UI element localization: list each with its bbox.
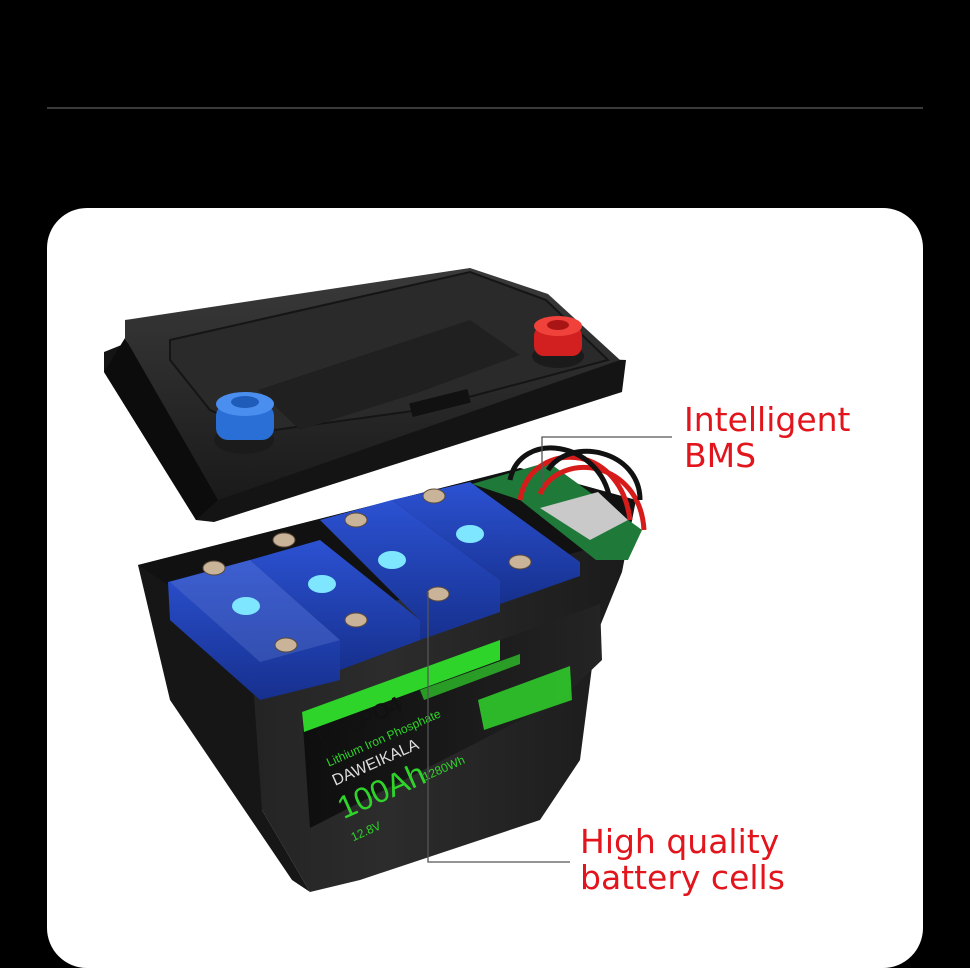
bms-leader-line xyxy=(541,436,672,488)
bms-board xyxy=(472,445,647,560)
battery-illustration: LiFePO4 Lithium Iron Phosphate DAWEIKALA… xyxy=(104,268,672,892)
cells-callout-line1: High quality xyxy=(580,822,780,861)
top-divider xyxy=(47,107,923,109)
cells-callout-line2: battery cells xyxy=(580,858,785,897)
bms-callout-line1: Intelligent xyxy=(684,400,851,439)
positive-terminal xyxy=(532,316,584,368)
bms-callout: Intelligent BMS xyxy=(684,402,851,474)
cells-leader-line xyxy=(427,592,570,863)
battery-label xyxy=(302,604,602,828)
battery-cells xyxy=(168,482,580,700)
cells-callout: High quality battery cells xyxy=(580,824,785,896)
negative-terminal xyxy=(214,392,274,454)
bms-callout-line2: BMS xyxy=(684,436,757,475)
